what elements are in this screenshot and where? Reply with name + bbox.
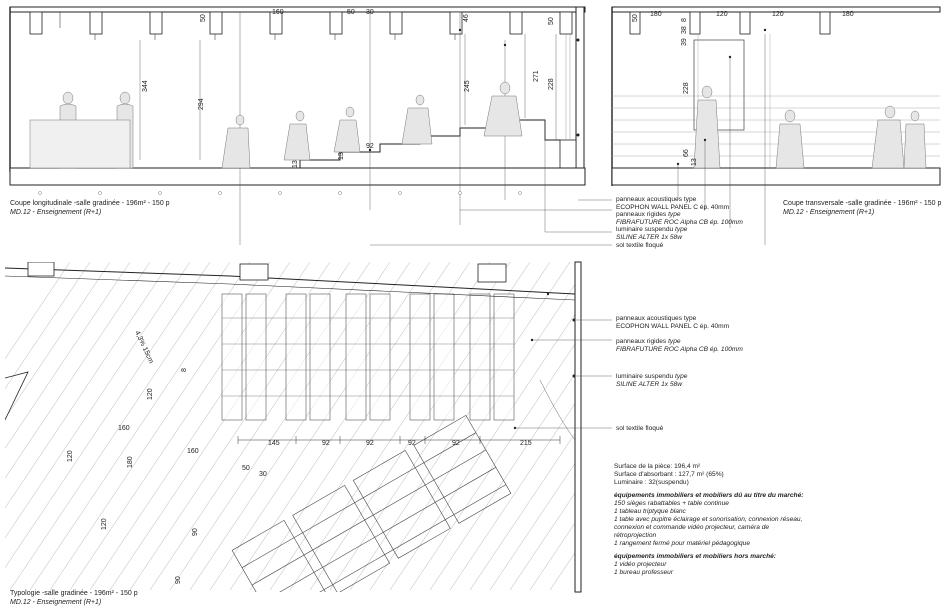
plan-subtitle: MD.12 - Enseignement (R+1) <box>10 599 102 606</box>
legend-plan-rigid: panneaux rigides type FIBRAFUTURE ROC Al… <box>616 338 743 353</box>
plan-legend-textile-floor: sol textile floqué <box>616 425 664 432</box>
seating-rows <box>231 414 512 592</box>
legend-acoustic-panels: panneaux acoustiques type <box>616 196 697 203</box>
longitudinal-title-block: Coupe longitudinale -salle gradinée - 19… <box>10 199 170 217</box>
dim-13: 13 <box>292 160 299 168</box>
legend-plan-luminaire: luminaire suspendu type SILINE ALTER 1x … <box>616 373 687 388</box>
dim-92: 92 <box>366 143 374 150</box>
dim-90: 90 <box>192 528 199 536</box>
dim-145: 145 <box>268 440 280 447</box>
dim-92d: 92 <box>452 440 460 447</box>
plan-title: Typologie -salle gradinée - 196m² - 150 … <box>10 590 138 597</box>
ceiling-panels <box>221 293 515 421</box>
dim-344: 344 <box>142 80 149 92</box>
occupants <box>29 81 523 169</box>
dim-120: 120 <box>147 388 154 400</box>
absorbent-surface: Surface d'absorbant : 127,7 m² (65%) <box>614 471 724 478</box>
longitudinal-section <box>9 6 586 245</box>
legend-plan-floor: sol textile floqué <box>616 425 663 433</box>
dim-8: 8 <box>181 368 188 372</box>
dim-8: 8 <box>681 18 688 22</box>
dim-160: 160 <box>118 425 130 432</box>
dim-120c: 120 <box>101 518 108 530</box>
dim-30: 30 <box>366 9 374 16</box>
dim-50: 50 <box>242 465 250 472</box>
legend-acoustic-panels-ref: ECOPHON WALL PANEL C ép. 40mm <box>616 203 730 211</box>
transversal-title: Coupe transversale -salle gradinée - 196… <box>783 200 942 207</box>
dim-294: 294 <box>198 98 205 110</box>
dim-160b: 160 <box>187 448 199 455</box>
dim-50-right: 50 <box>548 17 555 25</box>
equipment-item: 1 bureau professeur <box>614 569 674 576</box>
transversal-dimensions: 50 180 8 38 120 120 180 39 228 66 13 <box>632 11 854 166</box>
suspended-luminaires <box>59 12 456 40</box>
equipment-item: rétroprojection <box>614 532 657 539</box>
legend-plan-acoustic: panneaux acoustiques type ECOPHON WALL P… <box>616 315 729 330</box>
equipment-item: 1 tableau triptyque blanc <box>614 508 686 515</box>
dim-180: 180 <box>650 11 662 18</box>
dim-120: 120 <box>716 11 728 18</box>
dim-180: 180 <box>127 456 134 468</box>
room-surface: Surface de la pièce: 196,4 m² <box>614 463 701 470</box>
transversal-subtitle: MD.12 - Enseignement (R+1) <box>783 209 875 216</box>
dim-92b: 92 <box>366 440 374 447</box>
dim-245: 245 <box>464 80 471 92</box>
dim-38: 38 <box>681 26 688 34</box>
dim-46: 46 <box>463 14 470 22</box>
plan-legend-luminaire: luminaire suspendu type <box>616 373 688 380</box>
room-info: Surface de la pièce: 196,4 m² Surface d'… <box>614 463 814 577</box>
plan-legend-rigid-panels: panneaux rigides type <box>616 338 681 345</box>
legend-sections: panneaux acoustiques type ECOPHON WALL P… <box>616 196 743 249</box>
dim-160: 160 <box>272 9 284 16</box>
legend-luminaire: luminaire suspendu type <box>616 226 688 234</box>
equipment-item: 1 vidéo projecteur <box>614 561 667 568</box>
legend-rigid-panels-ref: FIBRAFUTURE ROC Alpha CB ép. 100mm <box>616 218 743 226</box>
dim-50: 50 <box>347 9 355 16</box>
ceiling-beams <box>29 11 573 35</box>
legend-luminaire-ref: SILINE ALTER 1x 58w <box>616 233 682 241</box>
transversal-title-block: Coupe transversale -salle gradinée - 196… <box>783 199 941 217</box>
dim-30: 30 <box>259 471 267 478</box>
equipment-included-heading: équipements immobiliers et mobiliers dû … <box>614 492 804 499</box>
legend-textile-floor: sol textile floqué <box>616 241 664 249</box>
dim-50: 50 <box>632 14 639 22</box>
dim-271: 271 <box>533 70 540 82</box>
equipment-item: connexion et commande vidéo projecteur, … <box>614 524 770 531</box>
slope-label: 4,3% 15cm <box>133 330 154 365</box>
equipment-item: 150 sièges rabattables + table continue <box>614 500 729 507</box>
longitudinal-subtitle: MD.12 - Enseignement (R+1) <box>10 209 102 216</box>
dim-50-vert: 50 <box>200 14 207 22</box>
dim-228: 228 <box>548 78 555 90</box>
dim-39: 39 <box>681 38 688 46</box>
plan-legend-acoustic-panels-ref: ECOPHON WALL PANEL C ép. 40mm <box>616 322 730 330</box>
equipment-excluded-heading: équipements immobiliers et mobiliers hor… <box>614 553 776 560</box>
dim-90b: 90 <box>175 576 182 584</box>
transversal-section <box>611 6 941 245</box>
dim-13b: 13 <box>338 152 345 160</box>
dim-92: 92 <box>322 440 330 447</box>
dim-120b: 120 <box>67 450 74 462</box>
plan-legend-rigid-panels-ref: FIBRAFUTURE ROC Alpha CB ép. 100mm <box>616 345 743 353</box>
dim-180b: 180 <box>842 11 854 18</box>
dim-13: 13 <box>691 158 698 166</box>
dim-92c: 92 <box>408 440 416 447</box>
dim-228: 228 <box>683 82 690 94</box>
plan-legend-luminaire-ref: SILINE ALTER 1x 58w <box>616 380 682 388</box>
plan-title-block: Typologie -salle gradinée - 196m² - 150 … <box>10 589 138 607</box>
equipment-item: 1 table avec pupitre éclairage et sonori… <box>614 516 803 523</box>
longitudinal-title: Coupe longitudinale -salle gradinée - 19… <box>10 200 170 207</box>
dim-215: 215 <box>520 440 532 447</box>
plan-legend-acoustic-panels: panneaux acoustiques type <box>616 315 697 322</box>
luminaire-count: Luminaire : 32(suspendu) <box>614 479 689 486</box>
dim-66: 66 <box>683 149 690 157</box>
legend-rigid-panels: panneaux rigides type <box>616 211 681 219</box>
dim-120b: 120 <box>772 11 784 18</box>
equipment-item: 1 rangement fermé pour matériel pédagogi… <box>614 540 750 547</box>
plan-view <box>5 262 577 592</box>
longitudinal-dimensions: 160 50 30 50 46 50 344 294 245 271 228 9… <box>142 9 555 168</box>
